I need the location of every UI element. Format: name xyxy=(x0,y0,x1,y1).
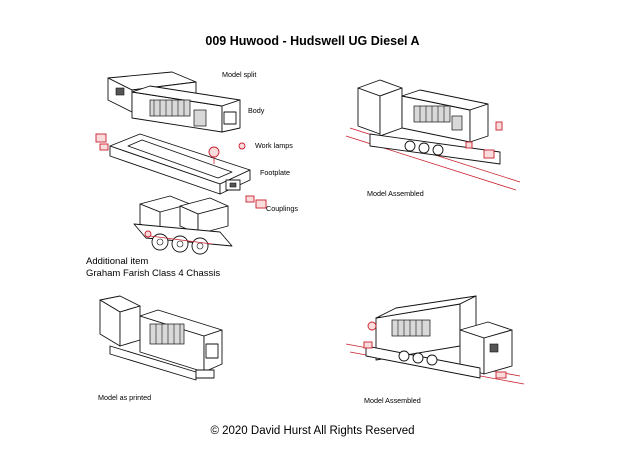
exploded-body xyxy=(107,71,241,133)
page-title: 009 Huwood - Hudswell UG Diesel A xyxy=(205,34,420,48)
model-assembled-top xyxy=(345,79,521,191)
label-model-assembled-bottom: Model Assembled xyxy=(364,396,421,405)
model-as-printed xyxy=(99,295,223,381)
label-additional-item: Additional item xyxy=(86,256,149,267)
label-footplate: Footplate xyxy=(260,168,290,177)
exploded-footplate xyxy=(95,133,267,209)
label-couplings: Couplings xyxy=(266,204,298,213)
copyright-footer: © 2020 David Hurst All Rights Reserved xyxy=(210,425,415,437)
label-model-assembled-top: Model Assembled xyxy=(367,189,424,198)
chassis xyxy=(133,195,233,255)
label-model-split: Model split xyxy=(222,70,257,79)
work-lamps xyxy=(208,142,246,164)
label-model-as-printed: Model as printed xyxy=(98,393,152,402)
label-chassis: Graham Farish Class 4 Chassis xyxy=(86,268,221,279)
label-work-lamps: Work lamps xyxy=(255,141,293,150)
label-body: Body xyxy=(248,106,265,115)
model-assembled-bottom xyxy=(345,295,525,385)
